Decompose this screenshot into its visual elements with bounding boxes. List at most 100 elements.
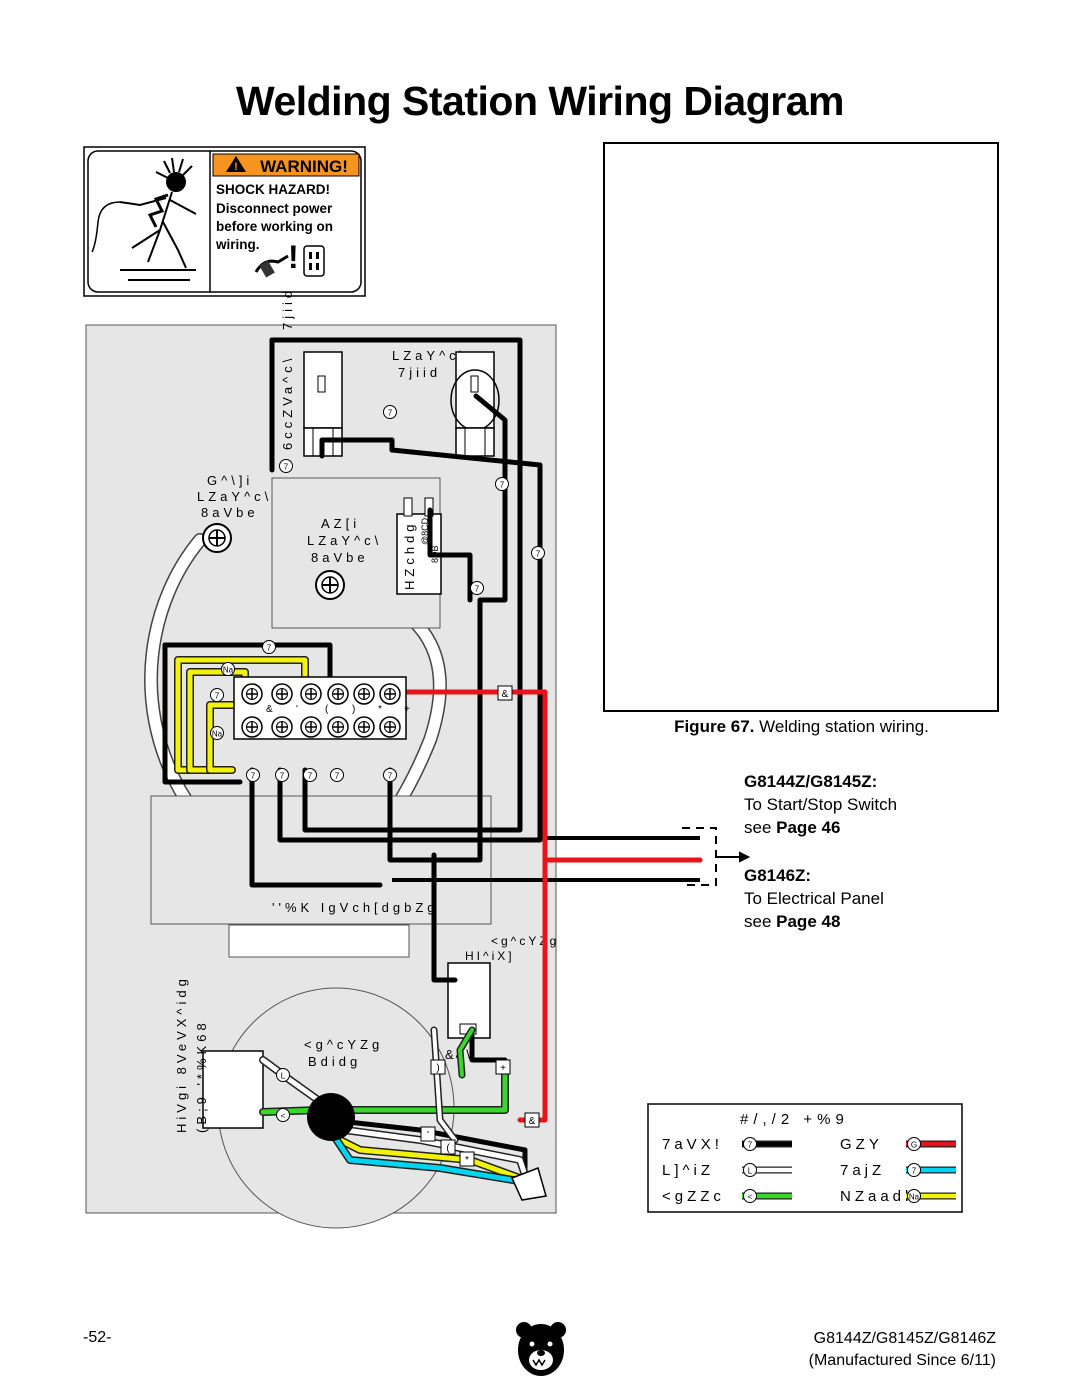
ground-center-label-b: LZaY^c\ — [307, 533, 382, 548]
svg-text:7: 7 — [308, 772, 313, 781]
terminal-screw-icon — [353, 716, 375, 738]
warning-line-2: before working on — [216, 219, 333, 234]
start-capacitor — [202, 1050, 264, 1129]
terminal-screw-icon — [271, 716, 293, 738]
capacitor-label-b: (B;9 '*%K68 — [194, 1019, 209, 1133]
motor-wires — [259, 1026, 529, 1186]
terminal-number: ) — [352, 704, 355, 715]
g1-line2: see Page 46 — [744, 818, 841, 837]
terminal-number: + — [404, 704, 410, 715]
wire-node: 7 — [210, 688, 224, 702]
terminal-screw-icon — [300, 683, 322, 705]
ground-left-label-c: 8aVbe — [201, 505, 259, 520]
terminal-number: ( — [325, 704, 329, 715]
terminal-screw-icon — [241, 683, 263, 705]
wire-node: 7 — [330, 768, 344, 782]
terminal-screw-icon — [379, 716, 401, 738]
page-number: -52- — [83, 1329, 112, 1346]
legend-label: 7aVX! — [662, 1136, 723, 1153]
svg-text:7: 7 — [388, 772, 393, 781]
svg-text:7: 7 — [215, 692, 220, 701]
svg-text:*: * — [465, 1155, 469, 1166]
bear-logo-icon — [516, 1322, 566, 1376]
wire-tag: ' — [420, 1126, 436, 1142]
legend-entry: 7aVX! 7 — [662, 1136, 792, 1153]
transformer-base — [228, 924, 410, 958]
svg-text:7: 7 — [388, 409, 393, 418]
wire-tag: & — [524, 1112, 540, 1128]
center-ground-screw-icon — [315, 570, 345, 600]
svg-text:7: 7 — [284, 463, 289, 472]
wire-node: Na — [210, 726, 224, 740]
g1-page-link[interactable]: Page 46 — [776, 818, 841, 837]
left-ground-screw-icon — [202, 523, 232, 553]
svg-text:7: 7 — [536, 550, 541, 559]
legend-entry: <gZZc< — [662, 1188, 792, 1205]
svg-text:Na: Na — [212, 730, 223, 739]
terminal-screw-icon — [241, 716, 263, 738]
grinder-switch-label-a: <g^cYZg — [491, 934, 559, 948]
ground-left-label-a: G^\]i — [207, 473, 253, 488]
switch-small-a: @8CD — [420, 517, 430, 545]
legend-code: L — [748, 1167, 753, 1176]
svg-text:Na: Na — [223, 666, 234, 675]
g2-line1: To Electrical Panel — [744, 889, 884, 908]
black-wires — [162, 337, 543, 1068]
legend-label: L]^iZ — [662, 1162, 714, 1179]
wire-connector-bracket — [682, 827, 751, 886]
svg-text:<: < — [281, 1112, 286, 1121]
top-outlet-label: LZaY^c\ — [392, 348, 467, 363]
figure-frame — [603, 142, 999, 712]
warning-header: WARNING! — [260, 157, 348, 176]
terminal-block: & ' () * + — [233, 676, 410, 740]
wire-tag: ) — [430, 1059, 446, 1075]
motor-wire-hub — [307, 1093, 355, 1141]
legend-label: GZY — [840, 1136, 883, 1153]
wire-node: 7 — [531, 546, 545, 560]
wire-node: 7 — [246, 768, 260, 782]
wire-tag: + — [495, 1059, 511, 1075]
outlet-plug-icon — [254, 245, 325, 278]
terminal-number: & — [266, 704, 273, 715]
g2-page-link[interactable]: Page 48 — [776, 912, 841, 931]
model-info: G8144Z/G8145Z/G8146Z (Manufactured Since… — [809, 1328, 996, 1372]
terminal-screw-icon — [379, 683, 401, 705]
transformer-label: ''%K IgVch[dgbZg — [272, 900, 439, 915]
right-outlet — [450, 351, 500, 457]
terminal-screw-icon — [353, 683, 375, 705]
warning-decal: ! WARNING! SHOCK HAZARD! Disconnect powe… — [83, 146, 366, 297]
wire-node: 7 — [383, 405, 397, 419]
terminal-number: ' — [296, 704, 298, 715]
terminal-number: * — [378, 704, 382, 715]
legend-code: < — [748, 1193, 753, 1202]
g8144z-note: G8144Z/G8145Z: To Start/Stop Switch see … — [744, 770, 897, 839]
wire-tag: * — [459, 1151, 475, 1167]
wire-node: 7 — [275, 768, 289, 782]
svg-text:&: & — [529, 1116, 536, 1127]
motor-label-a: <g^cYZg — [304, 1037, 383, 1052]
legend-code: G — [911, 1141, 917, 1150]
left-outlet-label-b: 7jiid — [280, 287, 295, 330]
wire-tags: & & +) ' ( * — [420, 685, 540, 1167]
wire-node: 7 — [383, 768, 397, 782]
svg-text:L: L — [281, 1072, 286, 1081]
model-number: G8144Z/G8145Z/G8146Z — [813, 1330, 996, 1347]
legend-code: 7 — [748, 1141, 753, 1150]
wire-node: 7 — [262, 640, 276, 654]
svg-text:(: ( — [446, 1143, 450, 1154]
legend-title: #/,/2 +%9 — [740, 1111, 849, 1128]
exclamation-mark: ! — [288, 239, 299, 275]
wire-nut — [510, 1167, 547, 1201]
top-outlet-label-b: 7jiid — [398, 365, 441, 380]
wire-node: Na — [221, 662, 235, 676]
legend-label: NZaadl — [840, 1188, 912, 1205]
wire-tag: & — [497, 685, 513, 701]
left-outlet-label: 6ccZVa^c\ — [280, 355, 295, 450]
wire-node: 7 — [303, 768, 317, 782]
warning-line-3: wiring. — [215, 237, 260, 252]
grinder-switch-label-b: HI^iX] — [465, 949, 515, 963]
